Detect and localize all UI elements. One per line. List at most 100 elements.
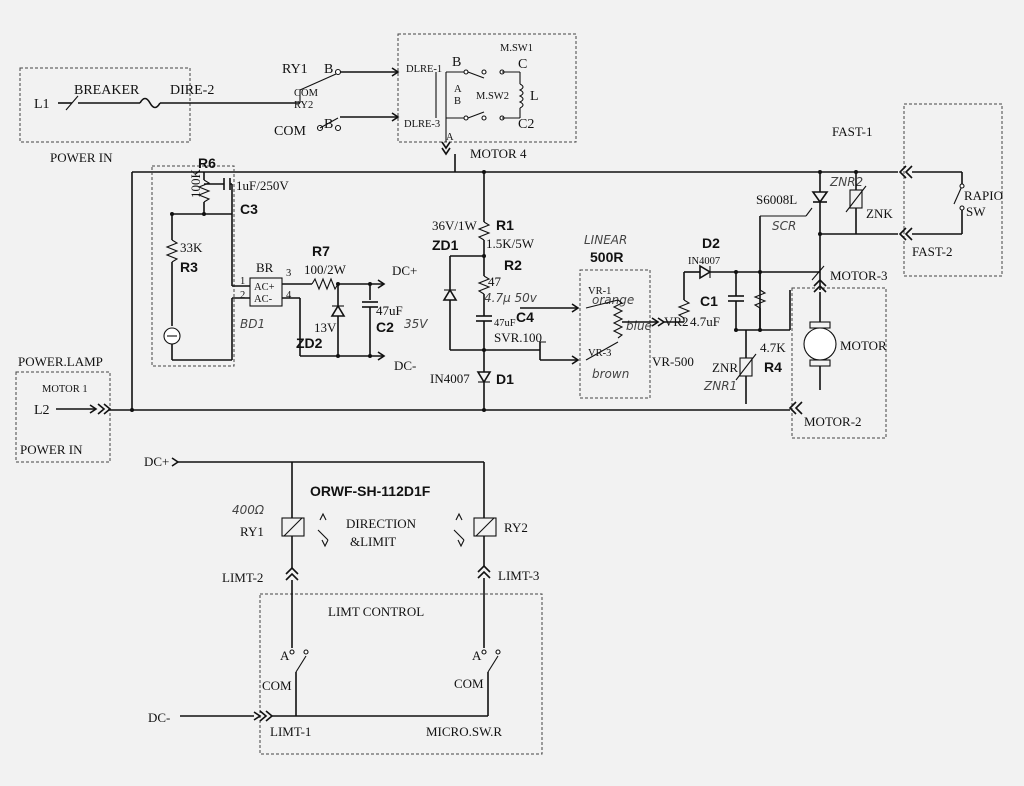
motor-switch-box — [397, 33, 577, 143]
r7-value: 100/2W — [304, 262, 347, 277]
zd2-value: 13V — [314, 320, 337, 335]
r7-label: R7 — [312, 243, 330, 259]
r4-value: 4.7K — [760, 340, 786, 355]
dlre3-label: DLRE-3 — [404, 119, 440, 130]
limt1-label: LIMT-1 — [270, 724, 311, 739]
d2-diode — [699, 264, 712, 280]
sw-label: SW — [966, 204, 986, 219]
ohm-handwritten: 400Ω — [232, 503, 265, 517]
fast1-label: FAST-1 — [832, 124, 872, 139]
r1-value: 1.5K/5W — [486, 236, 535, 251]
znk-label: ZNK — [866, 206, 893, 221]
r1-label: R1 — [496, 217, 514, 233]
ry1-bottom-label: RY1 — [240, 524, 264, 539]
power-in-top-box — [19, 67, 191, 143]
fast2-label: FAST-2 — [912, 244, 952, 259]
zd1-label: ZD1 — [432, 237, 459, 253]
zd2-zener — [330, 304, 346, 317]
r4-label: R4 — [764, 359, 782, 375]
d1-diode — [476, 371, 492, 384]
r3-resistor — [165, 239, 179, 263]
l2-label: L2 — [34, 403, 50, 418]
d1-label: D1 — [496, 371, 514, 387]
c2-sw-label: C2 — [518, 117, 534, 132]
br-label: BR — [256, 260, 274, 275]
b3-label: B — [452, 55, 461, 70]
c4-value: 47uF — [494, 318, 516, 329]
ac-plus-label: AC+ — [254, 282, 275, 293]
c4-handwritten: 4.7μ 50v — [484, 291, 538, 305]
bd1-handwritten: BD1 — [240, 317, 265, 331]
motor1-label: MOTOR 1 — [42, 384, 88, 395]
blue-handwritten: blue — [626, 319, 652, 333]
power-in-top-label: POWER IN — [50, 150, 113, 165]
r2-value: 47 — [488, 274, 502, 289]
d2-value: IN4007 — [688, 256, 720, 267]
c1-cap-label: C1 — [700, 293, 718, 309]
breaker-symbol — [139, 97, 161, 109]
linear-handwritten: LINEAR — [584, 233, 627, 247]
c3-label: C3 — [240, 201, 258, 217]
c4-label: C4 — [516, 309, 534, 325]
r2-resistor — [477, 275, 491, 295]
dc-minus-right-label: DC- — [394, 358, 416, 373]
zd1-value: 36V/1W — [432, 218, 478, 233]
com-right-label: COM — [454, 676, 484, 691]
ry2-coil — [473, 517, 497, 537]
r7-resistor — [311, 277, 339, 291]
msw1-label: M.SW1 — [500, 43, 533, 54]
bridge-rectifier-br — [249, 277, 283, 307]
msw2-label: M.SW2 — [476, 91, 509, 102]
zd1-zener — [442, 288, 458, 301]
r1-resistor — [477, 221, 491, 241]
znr-label: ZNR — [712, 360, 738, 375]
motor4-label: MOTOR 4 — [470, 146, 527, 161]
dire2-label: DIRE-2 — [170, 83, 214, 98]
znr1-handwritten: ZNR1 — [703, 379, 737, 393]
r6-value: 100K — [188, 169, 203, 199]
dc-plus-right-label: DC+ — [392, 263, 417, 278]
power-in-bottom-box — [15, 371, 111, 463]
c1-value: 4.7uF — [690, 314, 720, 329]
b2-label: B — [324, 117, 333, 132]
motor-box — [791, 287, 887, 439]
limit-control-box — [259, 593, 543, 755]
motor-label: MOTOR — [840, 338, 887, 353]
c3-value: 1uF/250V — [236, 178, 289, 193]
scr-handwritten: SCR — [772, 219, 796, 233]
vr-potentiometer — [612, 299, 624, 339]
r6-resistor — [197, 179, 211, 203]
r4-resistor — [753, 289, 767, 309]
a-right-label: A — [472, 648, 482, 663]
com-ry2-label: COM — [294, 88, 319, 99]
zd2-label: ZD2 — [296, 335, 323, 351]
r3-label: R3 — [180, 259, 198, 275]
r2-label: R2 — [504, 257, 522, 273]
a-left-label: A — [280, 648, 290, 663]
dlre1-label: DLRE-1 — [406, 64, 442, 75]
c2-label: C2 — [376, 319, 394, 335]
com-bottom-label: COM — [274, 124, 306, 139]
com-left-label: COM — [262, 678, 292, 693]
d2-label: D2 — [702, 235, 720, 251]
motor2-label: MOTOR-2 — [804, 414, 862, 429]
pin2-label: 2 — [240, 290, 245, 301]
vr2-resistor — [677, 299, 691, 322]
rectifier-box — [151, 165, 235, 367]
d1-value: IN4007 — [430, 371, 470, 386]
motor3-label: MOTOR-3 — [830, 268, 888, 283]
direction-label: DIRECTION — [346, 516, 417, 531]
vr500-label: VR-500 — [652, 354, 694, 369]
500r-label: 500R — [590, 249, 623, 265]
pin3-label: 3 — [286, 268, 291, 279]
scr-symbol — [811, 191, 829, 204]
a-dl-label: A — [446, 132, 454, 143]
b-msw-label: B — [454, 96, 461, 107]
ac-minus-label: AC- — [254, 294, 273, 305]
pin1-label: 1 — [240, 276, 245, 287]
power-in-bottom-label: POWER IN — [20, 442, 83, 457]
power-lamp-label: POWER.LAMP — [18, 354, 103, 369]
l1-label: L1 — [34, 97, 50, 112]
c2-value: 47uF — [376, 303, 403, 318]
